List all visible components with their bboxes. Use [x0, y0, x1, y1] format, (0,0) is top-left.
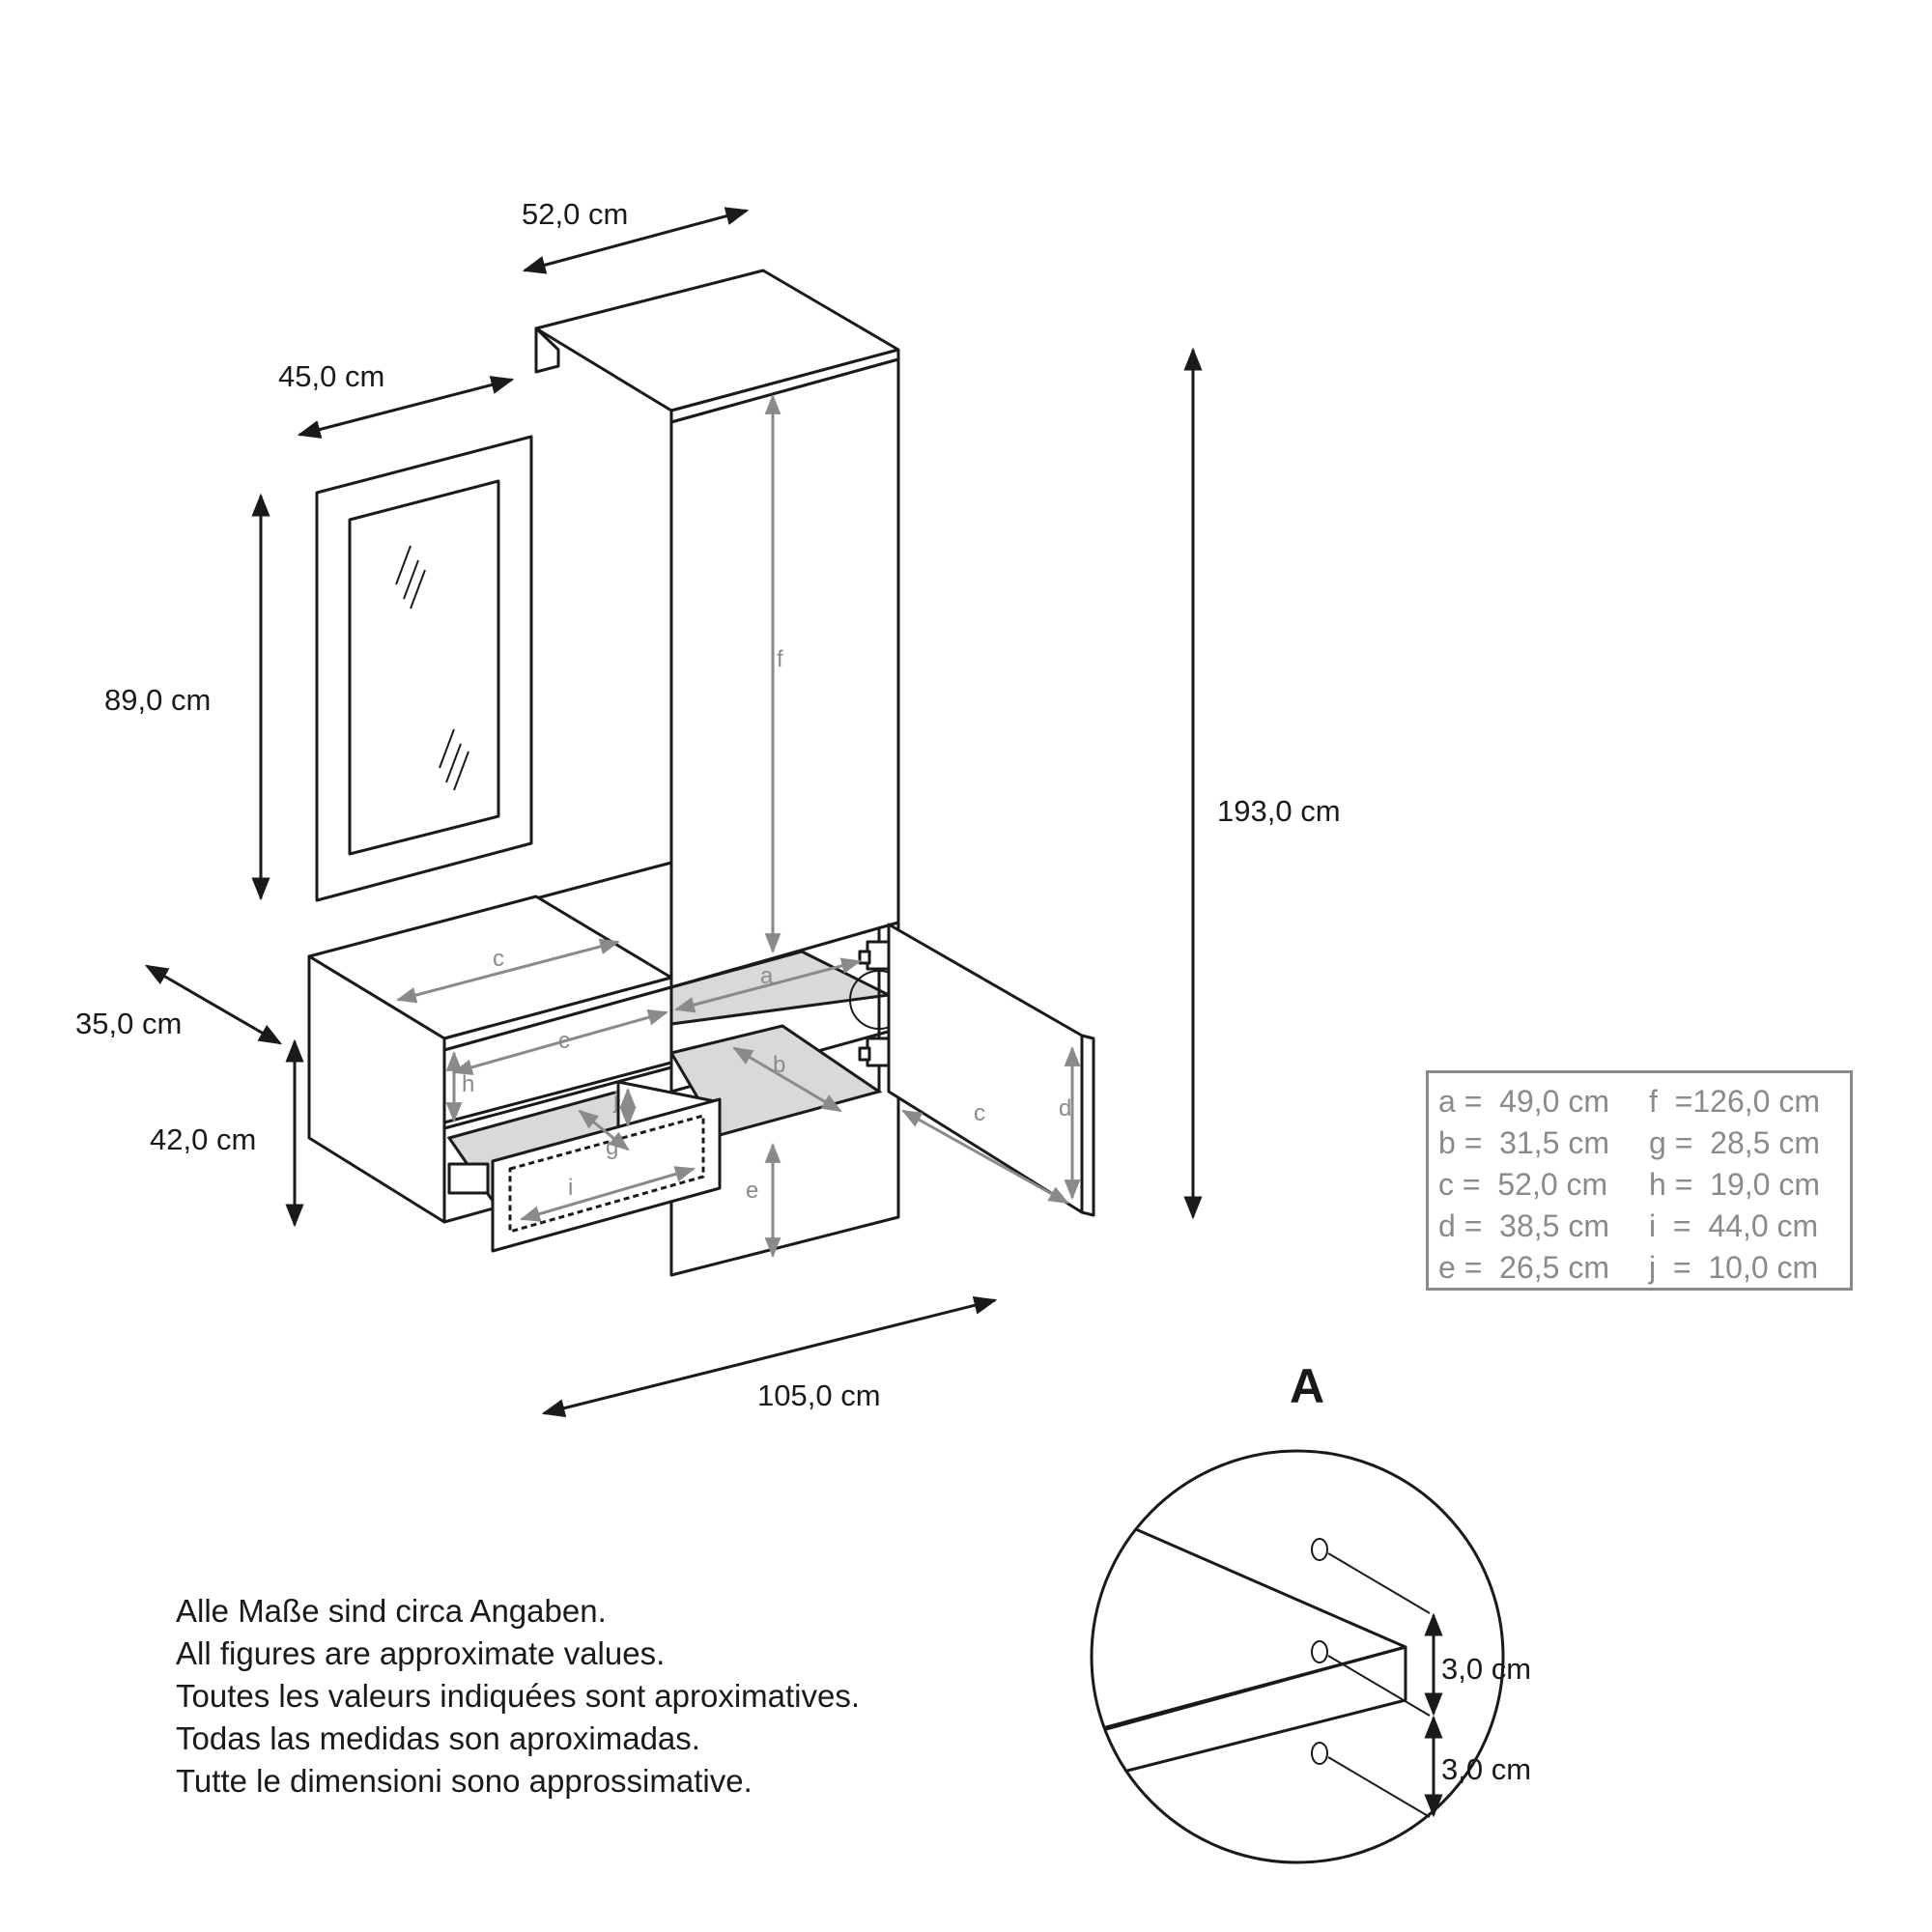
- detail-lower-spacing-label: 3,0 cm: [1441, 1752, 1531, 1786]
- mirror: [315, 435, 533, 902]
- part-label-c-door: c: [974, 1100, 985, 1126]
- mirror-reflection-icon: [453, 751, 469, 791]
- mirror-reflection-icon: [439, 728, 455, 769]
- dim-bench-height-label: 42,0 cm: [150, 1122, 256, 1156]
- dimension-legend: a = 49,0 cm f =126,0 cm b = 31,5 cm g = …: [1426, 1070, 1853, 1291]
- lower-hinge-plate-icon: [858, 1046, 871, 1062]
- detail-shelf-front: [1092, 1645, 1407, 1789]
- part-label-c-front: c: [558, 1028, 570, 1054]
- legend-cell: g = 28,5 cm: [1649, 1125, 1820, 1160]
- dim-bench-depth-label: 35,0 cm: [75, 1007, 182, 1040]
- drawer-runner-icon: [447, 1162, 490, 1195]
- legend-cell: j = 10,0 cm: [1649, 1250, 1819, 1285]
- legend-cell: h = 19,0 cm: [1649, 1167, 1820, 1202]
- detail-upper-spacing-label: 3,0 cm: [1441, 1652, 1531, 1686]
- pulled-drawer: [446, 1080, 722, 1253]
- legend-cell: d = 38,5 cm: [1438, 1208, 1609, 1243]
- drawer-dim-g-line: [578, 1109, 630, 1151]
- part-label-f: f: [777, 646, 783, 672]
- legend-cell: i = 44,0 cm: [1649, 1208, 1819, 1243]
- dim-mirror-width-line: [297, 376, 515, 439]
- dim-top-depth-label: 52,0 cm: [522, 197, 628, 231]
- tall-cabinet-upper-front: [669, 357, 900, 989]
- part-label-b: b: [773, 1052, 785, 1078]
- mirror-reflection-icon: [403, 559, 419, 600]
- part-label-a: a: [760, 963, 774, 989]
- dim-total-width-line: [541, 1295, 998, 1418]
- dim-mirror-height-label: 89,0 cm: [104, 683, 211, 717]
- dim-total-height-label: 193,0 cm: [1217, 794, 1341, 828]
- note-spanish: Todas las medidas son aproximadas.: [176, 1720, 700, 1756]
- legend-cell: f =126,0 cm: [1649, 1084, 1820, 1119]
- detail-circle: [1090, 1449, 1505, 1864]
- dim-top-depth-line: [522, 207, 750, 274]
- shelf-dim-b-line: [732, 1046, 842, 1113]
- bench-top-dim-c-line: [395, 938, 621, 1004]
- detail-lower-hole-icon: [1311, 1742, 1328, 1765]
- door-dim-c-line: [901, 1109, 1069, 1205]
- mirror-glass: [348, 479, 500, 856]
- drawer-dim-i-line: [519, 1166, 696, 1222]
- shelf-dim-a-line: [673, 957, 863, 1013]
- dim-mirror-width-label: 45,0 cm: [278, 359, 384, 393]
- upper-hinge-plate-icon: [858, 950, 871, 965]
- part-label-j: j: [612, 1088, 618, 1114]
- drawer-front-dim-c-line: [451, 1009, 669, 1075]
- detail-middle-hole-icon: [1311, 1640, 1328, 1663]
- legend-row: a = 49,0 cm f =126,0 cm: [1429, 1081, 1850, 1122]
- part-label-c-top: c: [493, 946, 504, 972]
- mirror-reflection-icon: [395, 545, 412, 585]
- part-label-e: e: [746, 1178, 758, 1204]
- part-label-d: d: [1059, 1095, 1071, 1122]
- detail-magnifier: [1090, 1449, 1505, 1864]
- detail-lower-extension: [1327, 1756, 1431, 1818]
- detail-title: A: [1290, 1359, 1324, 1413]
- open-door: [887, 923, 1095, 1217]
- approximation-notes: Alle Maße sind circa Angaben. All figure…: [176, 1590, 1045, 1803]
- part-label-i: i: [568, 1175, 573, 1201]
- legend-row: b = 31,5 cm g = 28,5 cm: [1429, 1122, 1850, 1164]
- legend-cell: c = 52,0 cm: [1438, 1167, 1608, 1202]
- part-label-g: g: [606, 1134, 618, 1160]
- tall-cabinet-top-left-edge: [534, 327, 560, 374]
- note-english: All figures are approximate values.: [176, 1635, 666, 1671]
- legend-cell: a = 49,0 cm: [1438, 1084, 1609, 1119]
- mirror-reflection-icon: [445, 743, 462, 783]
- detail-upper-extension: [1327, 1552, 1431, 1614]
- legend-row: d = 38,5 cm i = 44,0 cm: [1429, 1206, 1850, 1247]
- legend-cell: b = 31,5 cm: [1438, 1125, 1609, 1160]
- dim-total-width-label: 105,0 cm: [757, 1378, 881, 1412]
- mirror-reflection-icon: [410, 569, 426, 610]
- door-panel: [887, 923, 1084, 1214]
- legend-row: e = 26,5 cm j = 10,0 cm: [1429, 1247, 1850, 1289]
- legend-row: c = 52,0 cm h = 19,0 cm: [1429, 1164, 1850, 1206]
- note-german: Alle Maße sind circa Angaben.: [176, 1593, 607, 1629]
- detail-middle-extension: [1327, 1655, 1431, 1717]
- legend-cell: e = 26,5 cm: [1438, 1250, 1609, 1285]
- part-label-h: h: [462, 1071, 474, 1097]
- note-french: Toutes les valeurs indiquées sont aproxi…: [176, 1678, 861, 1714]
- hinges: A: [849, 940, 952, 1067]
- detail-shelf-top: [1092, 1495, 1407, 1741]
- dim-bench-depth-line: [144, 964, 283, 1045]
- note-italian: Tutte le dimensioni sono approssimative.: [176, 1763, 753, 1799]
- door-edge: [1080, 1034, 1095, 1217]
- detail-upper-hole-icon: [1311, 1538, 1328, 1561]
- drawer-front-inner: [508, 1114, 705, 1234]
